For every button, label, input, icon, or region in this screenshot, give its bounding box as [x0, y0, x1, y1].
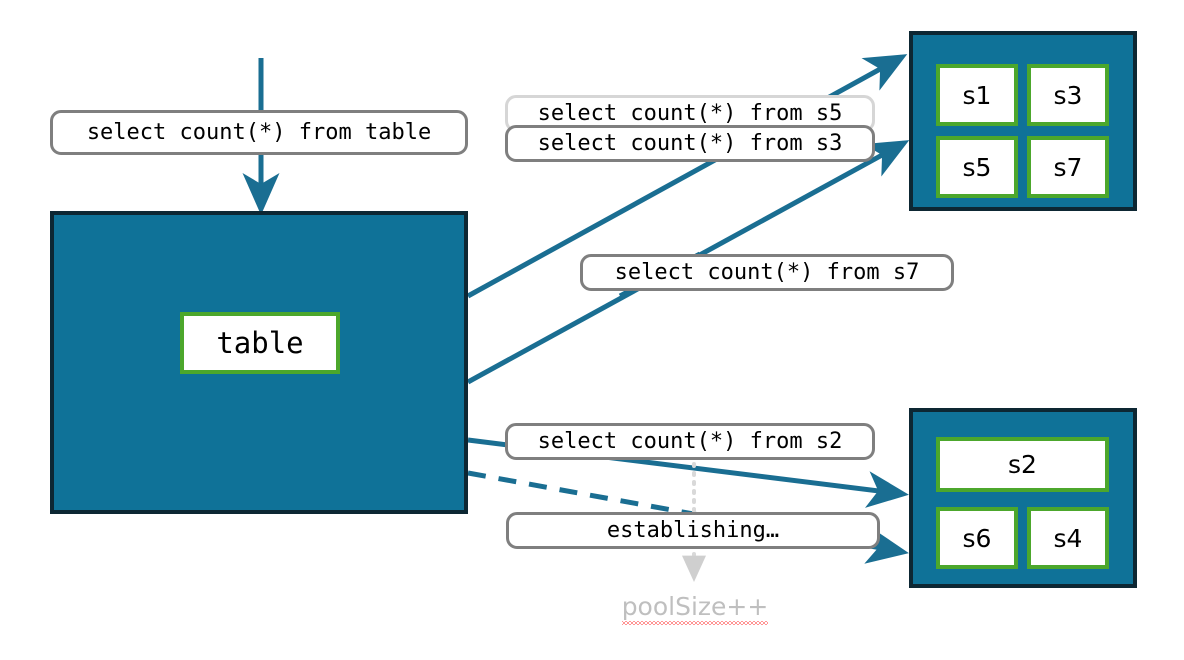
server-chip-s6[interactable]: s6 — [936, 507, 1018, 569]
query-label-from-s3[interactable]: select count(*) from s3 — [505, 125, 875, 162]
server-chip-s2[interactable]: s2 — [936, 437, 1109, 492]
query-label-from-table[interactable]: select count(*) from table — [50, 110, 468, 155]
server-chip-s1[interactable]: s1 — [936, 64, 1018, 126]
query-label-from-s2[interactable]: select count(*) from s2 — [505, 423, 875, 460]
status-label-establishing[interactable]: establishing… — [506, 512, 880, 549]
query-label-from-s7[interactable]: select count(*) from s7 — [580, 254, 954, 291]
server-chip-s5[interactable]: s5 — [936, 136, 1018, 198]
table-chip[interactable]: table — [180, 312, 340, 374]
server-chip-s4[interactable]: s4 — [1027, 507, 1109, 569]
server-chip-s3[interactable]: s3 — [1027, 64, 1109, 126]
poolsize-annotation: poolSize++ — [600, 592, 790, 621]
server-chip-s7[interactable]: s7 — [1027, 136, 1109, 198]
poolsize-annotation-text: poolSize++ — [621, 592, 769, 625]
